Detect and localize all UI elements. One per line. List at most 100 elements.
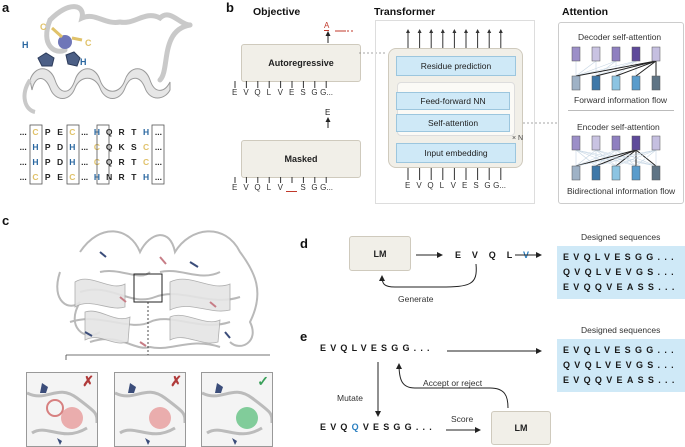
- attention-key-token: [611, 75, 621, 91]
- attention-query-token: [631, 135, 641, 151]
- attention-edge: [575, 149, 637, 167]
- attention-panel: [558, 22, 684, 204]
- sequence-token: G: [311, 183, 318, 192]
- e-mutated-suffix: VESGG...: [362, 422, 436, 432]
- alignment-residue: ...: [81, 126, 89, 137]
- zinc-finger-structure: C C H H: [22, 4, 193, 114]
- attention-key-token: [571, 165, 581, 181]
- sequence-token: E: [288, 88, 295, 97]
- mutation-closeup: ✗: [26, 372, 98, 447]
- designed-sequence: EVQQVEASS...: [563, 282, 679, 292]
- e-score-label: Score: [451, 414, 474, 424]
- attention-edge: [575, 60, 597, 77]
- autoregressive-label: Autoregressive: [268, 58, 334, 68]
- attention-query-token: [611, 46, 621, 62]
- masked-box: Masked: [241, 140, 361, 178]
- d-generated-new-token: V: [522, 250, 534, 260]
- attention-edge: [575, 60, 637, 77]
- sequence-token: G...: [320, 183, 334, 192]
- mutation-closeup: ✗: [114, 372, 186, 447]
- sequence-token: S: [300, 183, 306, 192]
- d-generated-prefix: E V Q L: [455, 250, 517, 260]
- attention-title: Attention: [562, 6, 609, 18]
- e-mutated-new-token: Q: [351, 422, 363, 432]
- attention-query-token: [591, 135, 601, 151]
- e-mutated-prefix: EVQ: [320, 422, 352, 432]
- residue-prediction-block: Residue prediction: [396, 56, 516, 76]
- protein-complex-structure: [56, 230, 270, 360]
- transformer-panel: [375, 20, 535, 204]
- alignment-residue: D: [56, 156, 64, 167]
- attention-divider: [568, 110, 674, 111]
- sequence-token: G...: [320, 88, 334, 97]
- autoregressive-box: Autoregressive: [241, 44, 361, 82]
- sequence-token: L: [439, 181, 445, 190]
- panel-label-c: c: [2, 213, 10, 228]
- autoregressive-output: A: [324, 21, 330, 31]
- alignment-residue: R: [118, 171, 125, 182]
- sequence-token: V: [277, 88, 283, 97]
- sequence-token: [285, 183, 298, 192]
- attention-query-token: [571, 135, 581, 151]
- self-attention-block: Self-attention: [396, 114, 510, 132]
- attention-key-token: [631, 75, 641, 91]
- e-start-sequence: EVQLVESGG...: [320, 343, 434, 353]
- sequence-token: E: [405, 181, 411, 190]
- attention-key-token: [571, 75, 581, 91]
- sequence-token: V: [243, 88, 249, 97]
- e-mutate-label: Mutate: [337, 393, 363, 403]
- attention-edge: [615, 149, 657, 167]
- transformer-title: Transformer: [374, 6, 436, 18]
- alignment-residue: ...: [81, 141, 89, 152]
- attention-key-token: [591, 75, 601, 91]
- alignment-residue: D: [56, 141, 64, 152]
- alignment-residue: S: [130, 141, 137, 152]
- attention-query-token: [591, 46, 601, 62]
- alignment-residue: P: [44, 156, 51, 167]
- attention-query-token: [651, 46, 661, 62]
- sequence-token: Q: [254, 183, 261, 192]
- cys-label: C: [85, 38, 92, 48]
- his-label: H: [22, 40, 29, 50]
- alignment-residue: ...: [19, 171, 27, 182]
- masked-label: Masked: [284, 154, 318, 164]
- alignment-residue: P: [44, 126, 51, 137]
- alignment-residue: T: [131, 126, 137, 137]
- attention-edge: [635, 60, 657, 77]
- alignment-residue: P: [44, 171, 51, 182]
- reject-cross-icon: ✗: [170, 373, 182, 389]
- designed-sequence: QVQLVEVGS...: [563, 267, 678, 277]
- alignment-residue: ...: [19, 156, 27, 167]
- attention-edge: [575, 60, 657, 77]
- alignment-residue: C: [143, 156, 150, 167]
- attention-edge: [635, 149, 657, 167]
- sequence-token: G: [311, 88, 318, 97]
- alignment-residue: ...: [19, 126, 27, 137]
- alignment-residue: R: [118, 126, 125, 137]
- decoder-caption: Forward information flow: [574, 95, 668, 105]
- attention-edge: [615, 60, 657, 77]
- zinc-ion: [58, 35, 72, 49]
- sequence-token: V: [416, 181, 422, 190]
- decoder-title: Decoder self-attention: [578, 32, 662, 42]
- sequence-token: V: [277, 183, 283, 192]
- d-lm-label: LM: [373, 248, 387, 259]
- encoder-caption: Bidirectional information flow: [567, 186, 676, 196]
- feed-forward-block: Feed-forward NN: [396, 92, 510, 110]
- d-generated-sequence: E V Q L V: [455, 250, 533, 260]
- d-designed-sequences: EVQLVESGG... QVQLVEVGS... EVQQVEASS...: [557, 246, 685, 299]
- designed-sequence: EVQQVEASS...: [563, 375, 679, 385]
- d-generate-label: Generate: [398, 294, 434, 304]
- panel-label-d: d: [300, 236, 308, 251]
- alignment-residue: P: [44, 141, 51, 152]
- sequence-token: Q: [427, 181, 434, 190]
- zoom-region-box: [133, 273, 163, 303]
- cys-label: C: [40, 22, 47, 32]
- e-designed-title: Designed sequences: [581, 325, 661, 335]
- e-mutated-sequence: EVQQVESGG...: [320, 422, 436, 432]
- mutation-closeup: ✓: [201, 372, 273, 447]
- alignment-residue: T: [131, 171, 137, 182]
